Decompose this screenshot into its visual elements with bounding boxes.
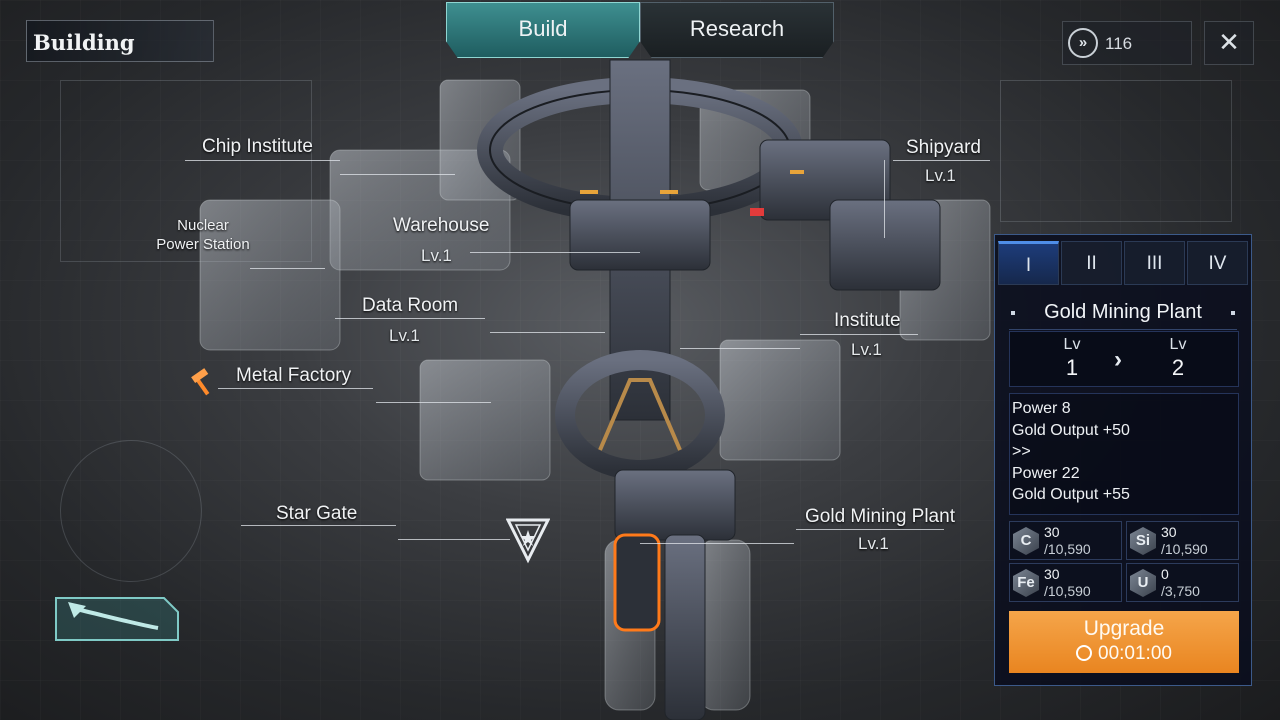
level-institute: Lv.1 <box>851 340 882 359</box>
iron-icon: Fe <box>1013 569 1039 597</box>
level-change-box: Lv 1 › Lv 2 <box>1009 331 1239 387</box>
building-upgrade-panel: I II III IV Gold Mining Plant Lv 1 › Lv … <box>994 234 1252 686</box>
label-chip-institute[interactable]: Chip Institute <box>202 136 313 157</box>
label-metal-factory[interactable]: Metal Factory <box>236 365 352 386</box>
leader-line <box>884 160 885 238</box>
leader-line <box>335 318 485 319</box>
leader-line <box>340 174 455 175</box>
resource-capacity: /10,590 <box>1161 541 1208 557</box>
background-panel-decor <box>60 80 312 262</box>
carbon-icon: C <box>1013 527 1039 555</box>
next-level: Lv 2 <box>1148 336 1208 381</box>
screen-title: Building <box>33 30 135 55</box>
screen-title-box: Building <box>26 20 214 62</box>
leader-line <box>185 160 340 161</box>
label-institute[interactable]: Institute <box>834 310 901 331</box>
main-tabs: Build Research <box>446 2 834 58</box>
upgrade-time-row: 00:01:00 <box>1009 643 1239 665</box>
tab-research[interactable]: Research <box>640 2 834 58</box>
level-gold-mining-plant: Lv.1 <box>858 534 889 553</box>
speedup-counter[interactable]: » 116 <box>1062 21 1192 65</box>
background-circle-decor <box>60 440 202 582</box>
label-nuclear-line1: Nuclear <box>177 217 229 234</box>
leader-line <box>640 543 794 544</box>
next-level-value: 2 <box>1171 355 1185 380</box>
tier-tab-4[interactable]: IV <box>1187 241 1248 285</box>
back-button[interactable] <box>46 590 182 648</box>
current-level: Lv 1 <box>1042 336 1102 381</box>
leader-line <box>470 252 640 253</box>
leader-line <box>800 334 918 335</box>
upgrade-stats: Power 8 Gold Output +50 >> Power 22 Gold… <box>1009 393 1239 515</box>
resource-iron: Fe 30 /10,590 <box>1009 563 1122 602</box>
resource-amount: 30 <box>1044 566 1060 582</box>
resource-carbon: C 30 /10,590 <box>1009 521 1122 560</box>
level-data-room: Lv.1 <box>389 326 420 345</box>
leader-line <box>241 525 396 526</box>
level-shipyard: Lv.1 <box>925 166 956 185</box>
resource-uranium: U 0 /3,750 <box>1126 563 1239 602</box>
label-star-gate[interactable]: Star Gate <box>276 503 358 524</box>
tier-tab-3[interactable]: III <box>1124 241 1185 285</box>
tab-build[interactable]: Build <box>446 2 640 58</box>
upgrade-label: Upgrade <box>1083 617 1165 640</box>
resource-capacity: /10,590 <box>1044 583 1091 599</box>
tier-tabs: I II III IV <box>997 241 1249 285</box>
uranium-icon: U <box>1130 569 1156 597</box>
label-nuclear-line2: Power Station <box>156 236 250 253</box>
close-button[interactable]: ✕ <box>1204 21 1254 65</box>
leader-line <box>398 539 510 540</box>
star-gate-emblem-icon[interactable] <box>506 516 550 564</box>
next-level-label: Lv <box>1169 336 1187 353</box>
leader-line <box>893 160 990 161</box>
fast-forward-icon: » <box>1068 28 1098 58</box>
leader-line <box>490 332 605 333</box>
current-level-label: Lv <box>1063 336 1081 353</box>
stat-line: Power 8 <box>1012 400 1071 417</box>
resource-capacity: /10,590 <box>1044 541 1091 557</box>
current-level-value: 1 <box>1065 355 1079 380</box>
level-arrow-icon: › <box>1114 346 1122 373</box>
label-shipyard[interactable]: Shipyard <box>906 137 981 158</box>
upgrade-button[interactable]: Upgrade 00:01:00 <box>1009 611 1239 673</box>
label-nuclear-power-station[interactable]: Nuclear Power Station <box>156 216 250 254</box>
resource-amount: 0 <box>1161 566 1169 582</box>
stat-line: Gold Output +55 <box>1012 486 1130 503</box>
stat-line: >> <box>1012 443 1031 460</box>
resource-capacity: /3,750 <box>1161 583 1200 599</box>
leader-line <box>680 348 800 349</box>
upgrade-time: 00:01:00 <box>1098 643 1172 664</box>
tier-tab-2[interactable]: II <box>1061 241 1122 285</box>
hammer-icon[interactable] <box>188 368 216 398</box>
stat-line: Power 22 <box>1012 464 1080 482</box>
stat-line: Gold Output +50 <box>1012 421 1130 439</box>
clock-icon <box>1076 645 1093 661</box>
speedup-count: 116 <box>1105 34 1133 53</box>
leader-line <box>376 402 491 403</box>
level-warehouse: Lv.1 <box>421 246 452 265</box>
label-warehouse[interactable]: Warehouse <box>393 215 490 236</box>
tier-tab-1[interactable]: I <box>998 241 1059 285</box>
resource-amount: 30 <box>1044 524 1060 540</box>
resource-cost-grid: C 30 /10,590 Si 30 /10,590 Fe 30 /10,590… <box>1009 521 1239 603</box>
resource-silicon: Si 30 /10,590 <box>1126 521 1239 560</box>
selected-building-name: Gold Mining Plant <box>1009 295 1237 330</box>
leader-line <box>796 529 944 530</box>
resource-amount: 30 <box>1161 524 1177 540</box>
label-data-room[interactable]: Data Room <box>362 295 459 316</box>
leader-line <box>218 388 373 389</box>
label-gold-mining-plant[interactable]: Gold Mining Plant <box>805 506 955 527</box>
silicon-icon: Si <box>1130 527 1156 555</box>
background-panel-decor <box>1000 80 1232 222</box>
leader-line <box>250 268 325 269</box>
